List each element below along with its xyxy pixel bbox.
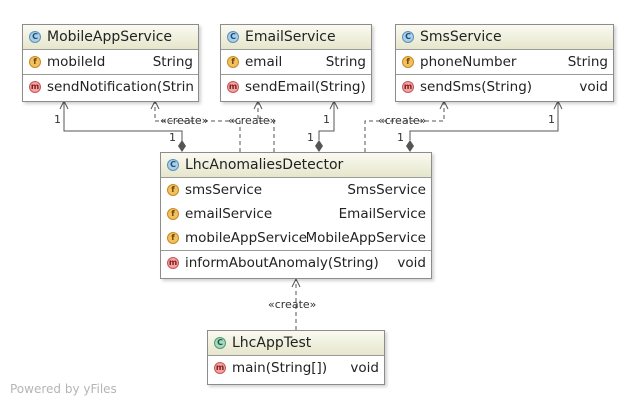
create-label-mobile: «create» [160, 114, 208, 127]
class-name: MobileAppService [47, 29, 173, 45]
diamond-email [315, 140, 323, 152]
method-row: m sendSms(String) void [396, 75, 613, 99]
method-row: m sendNotification(Strin [23, 75, 198, 99]
field-name: smsService [185, 182, 263, 198]
field-type: String [152, 54, 193, 70]
field-type: String [325, 54, 366, 70]
create-label-test: «create» [268, 298, 316, 311]
create-edge-mobile [154, 102, 241, 152]
method-return-type: void [350, 360, 379, 376]
class-name: EmailService [245, 29, 336, 45]
method-icon: m [227, 81, 239, 93]
methods-section: m sendEmail(String) [221, 75, 371, 99]
composition-edge-mobile [63, 102, 183, 144]
field-type: String [567, 54, 608, 70]
field-row: f email String [221, 50, 371, 74]
mult-mobile-source: 1 [169, 131, 176, 144]
class-header: C MobileAppService [23, 25, 198, 50]
class-name: SmsService [420, 29, 502, 45]
class-box-lhc-app-test[interactable]: C LhcAppTest m main(String[]) void [207, 330, 385, 385]
field-row: f emailService EmailService [161, 202, 431, 226]
class-icon: C [402, 31, 414, 43]
field-icon: f [29, 56, 41, 68]
method-row: m main(String[]) void [208, 356, 384, 380]
class-header: C LhcAnomaliesDetector [161, 153, 431, 178]
field-name: mobileAppService [185, 230, 308, 246]
diamond-mobile [178, 140, 186, 152]
mult-sms-target: 1 [548, 113, 555, 126]
composition-edge-email [318, 102, 335, 140]
field-row: f smsService SmsService [161, 178, 431, 202]
field-icon: f [167, 184, 179, 196]
field-row: f mobileAppService MobileAppService [161, 226, 431, 250]
field-icon: f [167, 232, 179, 244]
mult-email-target: 1 [323, 113, 330, 126]
method-row: m informAboutAnomaly(String) void [161, 251, 431, 275]
class-box-lhc-anomalies-detector[interactable]: C LhcAnomaliesDetector f smsService SmsS… [160, 152, 432, 279]
method-name: informAboutAnomaly(String) [185, 255, 379, 271]
field-type: MobileAppService [305, 230, 426, 246]
methods-section: m main(String[]) void [208, 356, 384, 380]
method-icon: m [29, 81, 41, 93]
field-name: emailService [185, 206, 273, 222]
method-name: sendEmail(String) [245, 79, 366, 95]
methods-section: m sendNotification(Strin [23, 75, 198, 99]
field-type: SmsService [347, 182, 426, 198]
create-edge-email [257, 102, 275, 152]
create-arrowhead-test [291, 277, 301, 288]
class-box-sms-service[interactable]: C SmsService f phoneNumber String m send… [395, 24, 614, 102]
class-name: LhcAnomaliesDetector [185, 157, 344, 173]
test-class-icon: C [214, 337, 226, 349]
fields-section: f email String [221, 50, 371, 75]
class-icon: C [167, 159, 179, 171]
class-icon: C [29, 31, 41, 43]
create-edge-sms [364, 102, 445, 152]
methods-section: m informAboutAnomaly(String) void [161, 251, 431, 275]
create-label-email: «create» [228, 114, 276, 127]
method-row: m sendEmail(String) [221, 75, 371, 99]
method-icon: m [167, 257, 179, 269]
class-name: LhcAppTest [232, 335, 312, 351]
mult-sms-source: 1 [397, 131, 404, 144]
field-name: phoneNumber [420, 54, 517, 70]
field-row: f mobileId String [23, 50, 198, 74]
methods-section: m sendSms(String) void [396, 75, 613, 99]
fields-section: f mobileId String [23, 50, 198, 75]
mult-mobile-target: 1 [54, 113, 61, 126]
fields-section: f smsService SmsService f emailService E… [161, 178, 431, 251]
class-box-mobile-app-service[interactable]: C MobileAppService f mobileId String m s… [22, 24, 199, 102]
class-icon: C [227, 31, 239, 43]
mult-email-source: 1 [307, 131, 314, 144]
field-icon: f [167, 208, 179, 220]
diamond-sms [406, 140, 414, 152]
field-icon: f [227, 56, 239, 68]
method-name: main(String[]) [232, 360, 328, 376]
static-method-icon: m [214, 362, 226, 374]
fields-section: f phoneNumber String [396, 50, 613, 75]
method-name: sendSms(String) [420, 79, 533, 95]
field-type: EmailService [338, 206, 426, 222]
class-header: C SmsService [396, 25, 613, 50]
powered-by-label: Powered by yFiles [10, 382, 117, 396]
composition-edge-sms [409, 102, 559, 140]
method-name: sendNotification(Strin [47, 79, 193, 95]
field-icon: f [402, 56, 414, 68]
class-header: C LhcAppTest [208, 331, 384, 356]
create-label-sms: «create» [378, 114, 426, 127]
field-row: f phoneNumber String [396, 50, 613, 74]
class-box-email-service[interactable]: C EmailService f email String m sendEmai… [220, 24, 372, 102]
method-icon: m [402, 81, 414, 93]
field-name: mobileId [47, 54, 106, 70]
method-return-type: void [397, 255, 426, 271]
field-name: email [245, 54, 283, 70]
class-header: C EmailService [221, 25, 371, 50]
method-return-type: void [579, 79, 608, 95]
